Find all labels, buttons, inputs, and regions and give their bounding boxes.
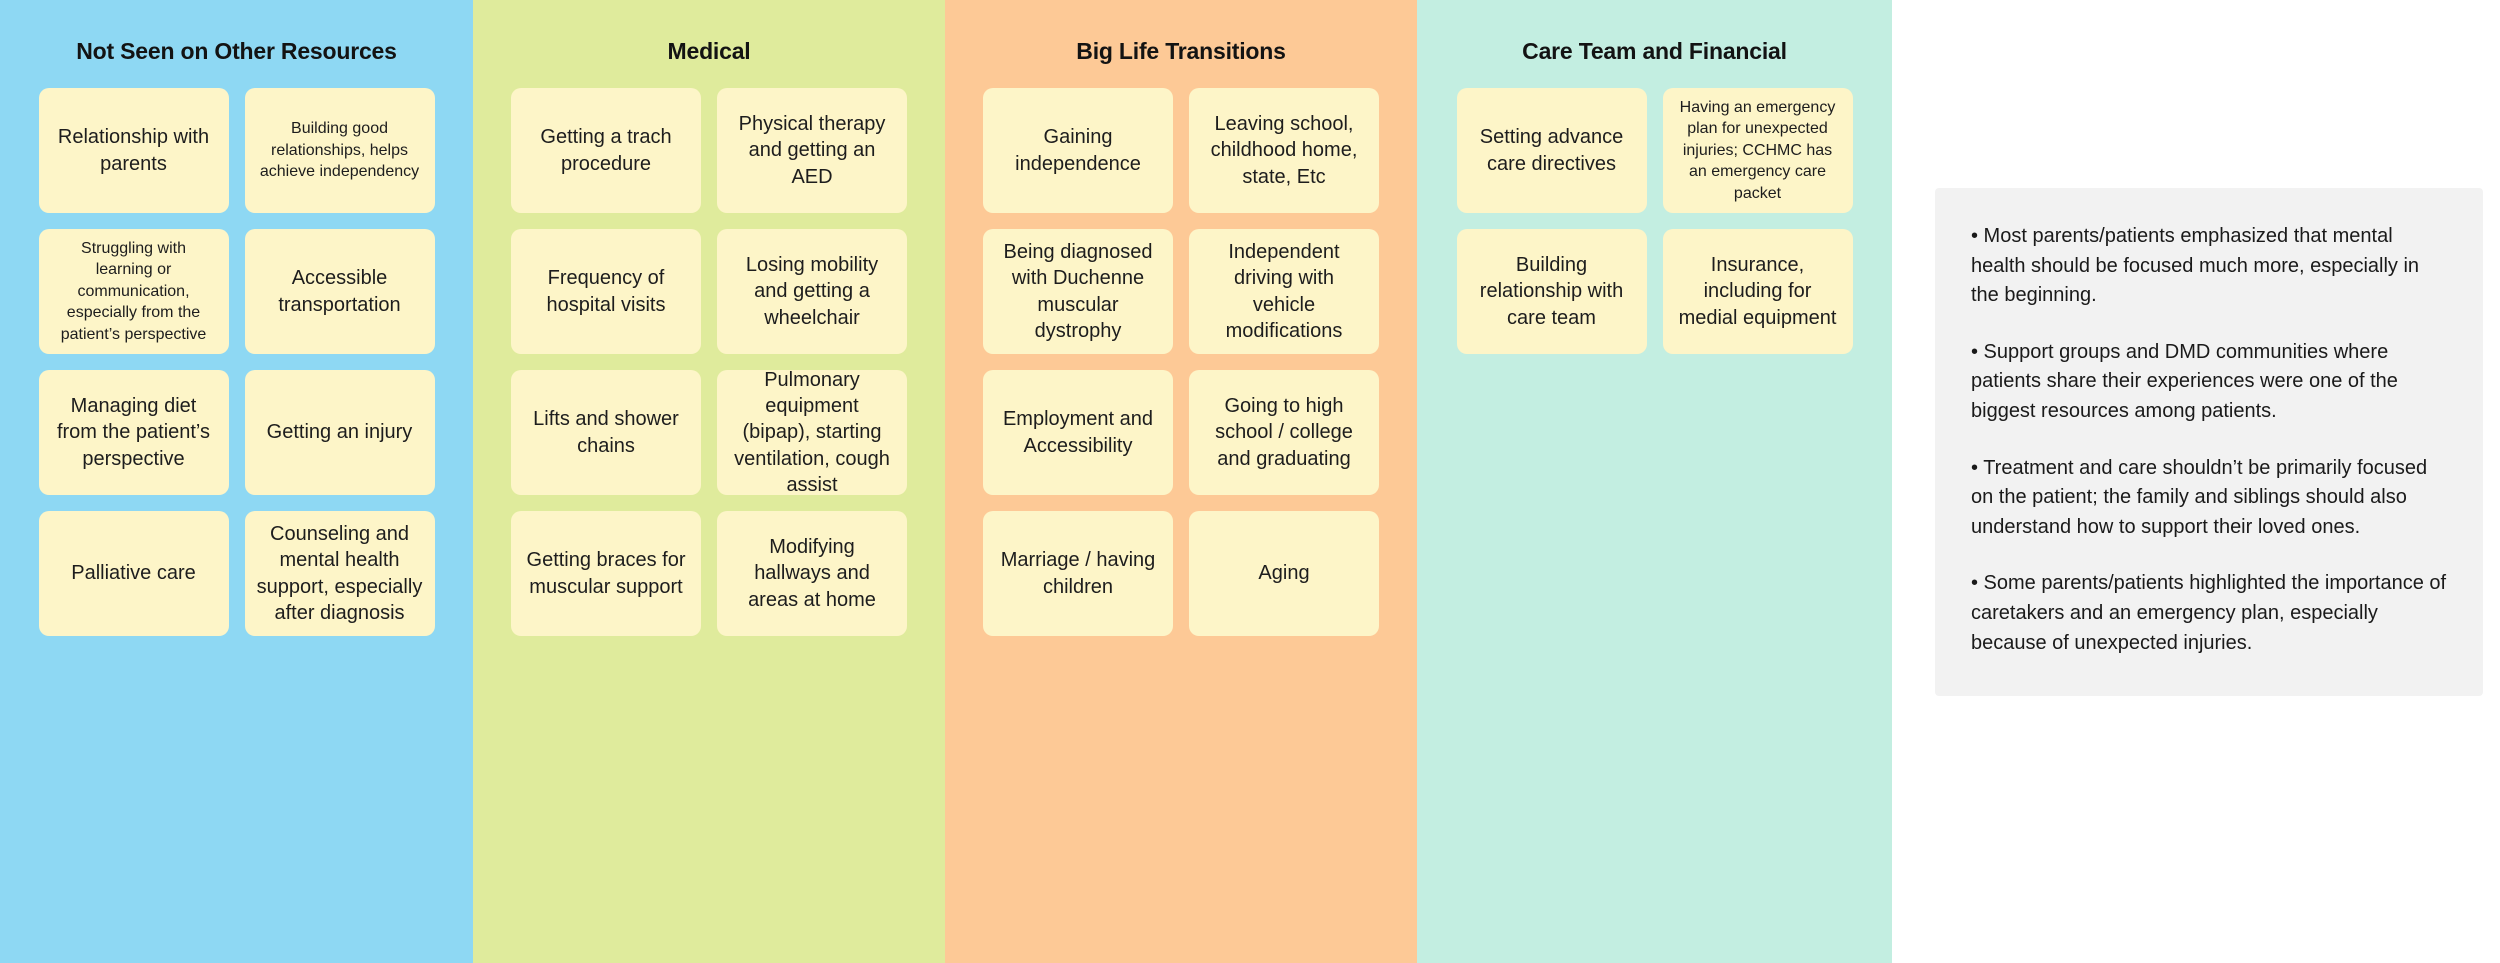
note-item: • Support groups and DMD communities whe… [1971, 340, 2398, 422]
sticky-card[interactable]: Managing diet from the patient’s perspec… [38, 370, 229, 495]
sticky-card[interactable]: Independent driving with vehicle modific… [1189, 229, 1379, 354]
column-title: Medical [667, 38, 751, 64]
insights-notes-panel: • Most parents/patients emphasized that … [1935, 188, 2483, 697]
sticky-card[interactable]: Marriage / having children [983, 511, 1173, 636]
sticky-card[interactable]: Pulmonary equipment (bipap), starting ve… [717, 369, 907, 496]
sticky-card[interactable]: Struggling with learning or communicatio… [38, 229, 229, 354]
sticky-card[interactable]: Modifying hallways and areas at home [717, 511, 907, 636]
sticky-card[interactable]: Relationship with parents [38, 88, 229, 213]
card-grid: Relationship with parents Building good … [38, 88, 435, 636]
sticky-card[interactable]: Frequency of hospital visits [511, 229, 701, 354]
category-column-medical: Medical Getting a trach procedure Physic… [473, 0, 945, 963]
category-column-big-life-transitions: Big Life Transitions Gaining independenc… [945, 0, 1417, 963]
sticky-card[interactable]: Getting braces for muscular support [511, 511, 701, 636]
sticky-card[interactable]: Getting a trach procedure [511, 88, 701, 213]
sticky-card[interactable]: Aging [1189, 511, 1379, 636]
sticky-card[interactable]: Building good relationships, helps achie… [244, 88, 435, 213]
sticky-card[interactable]: Getting an injury [244, 370, 435, 495]
column-title: Not Seen on Other Resources [76, 38, 397, 64]
sticky-card[interactable]: Going to high school / college and gradu… [1189, 370, 1379, 495]
column-title: Big Life Transitions [1076, 38, 1286, 64]
sticky-card[interactable]: Employment and Accessibility [983, 370, 1173, 495]
note-item: • Most parents/patients emphasized that … [1971, 225, 2420, 307]
sticky-card[interactable]: Insurance, including for medial equipmen… [1662, 229, 1853, 354]
category-columns: Not Seen on Other Resources Relationship… [0, 0, 1892, 963]
note-item: • Some parents/patients highlighted the … [1971, 572, 2447, 654]
sticky-card[interactable]: Setting advance care directives [1456, 88, 1647, 213]
sticky-card[interactable]: Building relationship with care team [1456, 229, 1647, 354]
sticky-card[interactable]: Leaving school, childhood home, state, E… [1189, 88, 1379, 213]
sticky-card[interactable]: Palliative care [38, 511, 229, 636]
sticky-card[interactable]: Having an emergency plan for unexpected … [1662, 88, 1853, 213]
card-grid: Getting a trach procedure Physical thera… [511, 88, 907, 636]
category-column-not-seen-on-other-resources: Not Seen on Other Resources Relationship… [0, 0, 473, 963]
note-item: • Treatment and care shouldn’t be primar… [1971, 456, 2428, 538]
sticky-card[interactable]: Counseling and mental health support, es… [244, 511, 435, 636]
sticky-card[interactable]: Lifts and shower chains [511, 370, 701, 495]
category-column-care-team-and-financial: Care Team and Financial Setting advance … [1417, 0, 1892, 963]
sticky-card[interactable]: Accessible transportation [244, 229, 435, 354]
card-grid: Gaining independence Leaving school, chi… [983, 88, 1379, 636]
sticky-card[interactable]: Being diagnosed with Duchenne muscular d… [983, 229, 1173, 354]
sticky-card[interactable]: Losing mobility and getting a wheelchair [717, 229, 907, 354]
sticky-card[interactable]: Gaining independence [983, 88, 1173, 213]
column-title: Care Team and Financial [1522, 38, 1787, 64]
card-grid: Setting advance care directives Having a… [1456, 88, 1853, 354]
sticky-card[interactable]: Physical therapy and getting an AED [717, 88, 907, 213]
